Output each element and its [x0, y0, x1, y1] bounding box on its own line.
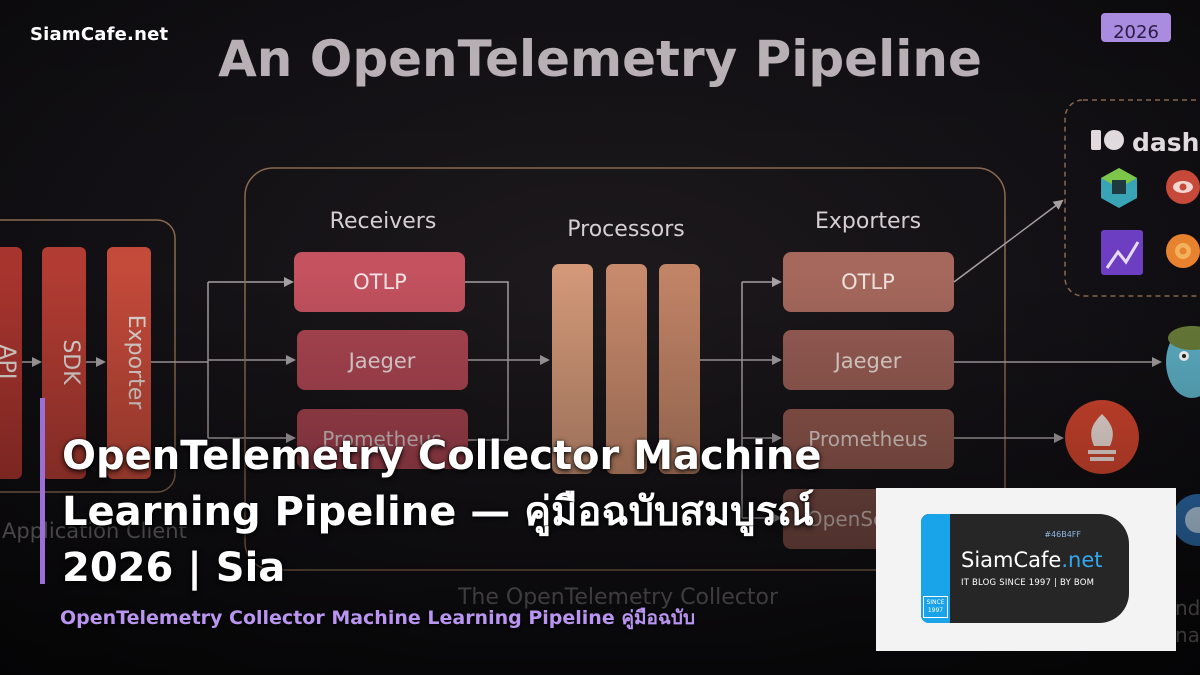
article-title: OpenTelemetry Collector Machine Learning… — [62, 433, 822, 591]
article-subtitle: OpenTelemetry Collector Machine Learning… — [60, 607, 696, 629]
exporter-prometheus-label: Prometheus — [808, 427, 927, 451]
site-brand[interactable]: SiamCafe.net — [30, 24, 169, 45]
opensearch-logo-icon — [1172, 494, 1200, 546]
diagram-title: An OpenTelemetry Pipeline — [218, 30, 982, 88]
eye-logo-icon — [1166, 170, 1200, 204]
logo-hex-code: #46B4FF — [1044, 530, 1081, 539]
exporters-title: Exporters — [815, 209, 921, 234]
datadog-logo-icon — [1101, 230, 1143, 275]
client-layer-label-api: API — [0, 345, 19, 380]
receiver-jaeger-label: Jaeger — [347, 349, 416, 373]
siamcafe-logo: #46B4FF SiamCafe.net IT BLOG SINCE 1997 … — [921, 514, 1129, 623]
logo-tagline: IT BLOG SINCE 1997 | BY BOM — [961, 578, 1095, 588]
client-layer-label-exporter: Exporter — [123, 315, 148, 411]
jaeger-logo-icon — [1166, 326, 1200, 398]
cube-logo-icon — [1101, 168, 1137, 208]
logo-name-part1: SiamCafe — [961, 548, 1062, 572]
logo-stripe — [921, 514, 950, 623]
dash-logo-icon — [1091, 130, 1124, 150]
logo-name: SiamCafe.net — [961, 548, 1102, 572]
title-accent-bar — [40, 398, 45, 584]
logo-name-part2: .net — [1061, 548, 1103, 572]
receiver-otlp-label: OTLP — [353, 270, 407, 294]
receivers-title: Receivers — [330, 209, 437, 234]
grafana-logo-icon — [1166, 234, 1200, 268]
prometheus-logo-icon — [1065, 400, 1139, 474]
processors-title: Processors — [567, 217, 684, 242]
receiver-connectors — [465, 281, 550, 441]
logo-since-badge: SINCE 1997 — [923, 596, 948, 618]
client-layer-label-sdk: SDK — [58, 339, 83, 385]
year-badge: 2026 — [1101, 13, 1171, 42]
siamcafe-logo-card: #46B4FF SiamCafe.net IT BLOG SINCE 1997 … — [876, 488, 1176, 651]
right-partial-text-1: nd — [1175, 596, 1200, 620]
backend-dash-label: dash — [1132, 128, 1199, 157]
right-partial-text-2: na — [1175, 623, 1200, 647]
exporter-jaeger-label: Jaeger — [833, 349, 902, 373]
exporter-otlp-label: OTLP — [841, 270, 895, 294]
